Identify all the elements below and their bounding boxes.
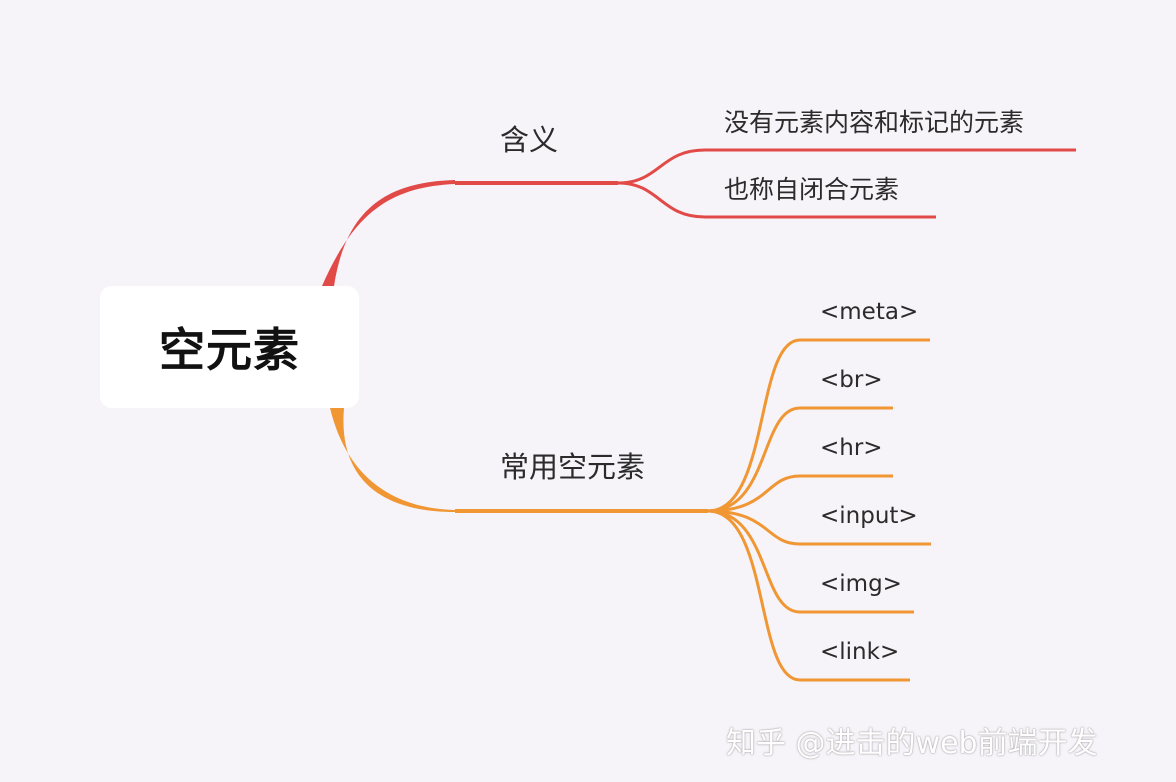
meaning-leaf-1[interactable]: 没有元素内容和标记的元素 <box>724 108 1025 137</box>
connector-root-to-meaning <box>322 180 455 286</box>
root-label: 空元素 <box>159 323 300 377</box>
connector-common-to-br <box>707 406 893 513</box>
tag-meta[interactable]: <meta> <box>820 299 919 325</box>
connector-meaning-to-leaf-1 <box>617 148 1076 185</box>
connector-root-to-common <box>330 408 455 512</box>
tag-br[interactable]: <br> <box>820 367 883 393</box>
connector-common-to-hr <box>707 474 893 513</box>
connector-common-to-input <box>707 509 931 546</box>
tag-hr[interactable]: <hr> <box>820 435 883 461</box>
branch-common-label[interactable]: 常用空元素 <box>500 450 646 484</box>
connector-common-to-meta <box>707 338 930 513</box>
connector-common-to-link <box>707 509 910 682</box>
watermark: 知乎 @进击的web前端开发 <box>726 726 1098 761</box>
tag-input[interactable]: <input> <box>820 503 918 529</box>
tag-link[interactable]: <link> <box>820 639 900 665</box>
meaning-leaf-2[interactable]: 也称自闭合元素 <box>724 175 900 204</box>
tag-img[interactable]: <img> <box>820 571 902 597</box>
connector-meaning-to-leaf-2 <box>617 181 936 219</box>
connector-common-to-img <box>707 509 914 614</box>
branch-meaning-label[interactable]: 含义 <box>500 123 559 157</box>
root-node[interactable]: 空元素 <box>100 286 359 408</box>
